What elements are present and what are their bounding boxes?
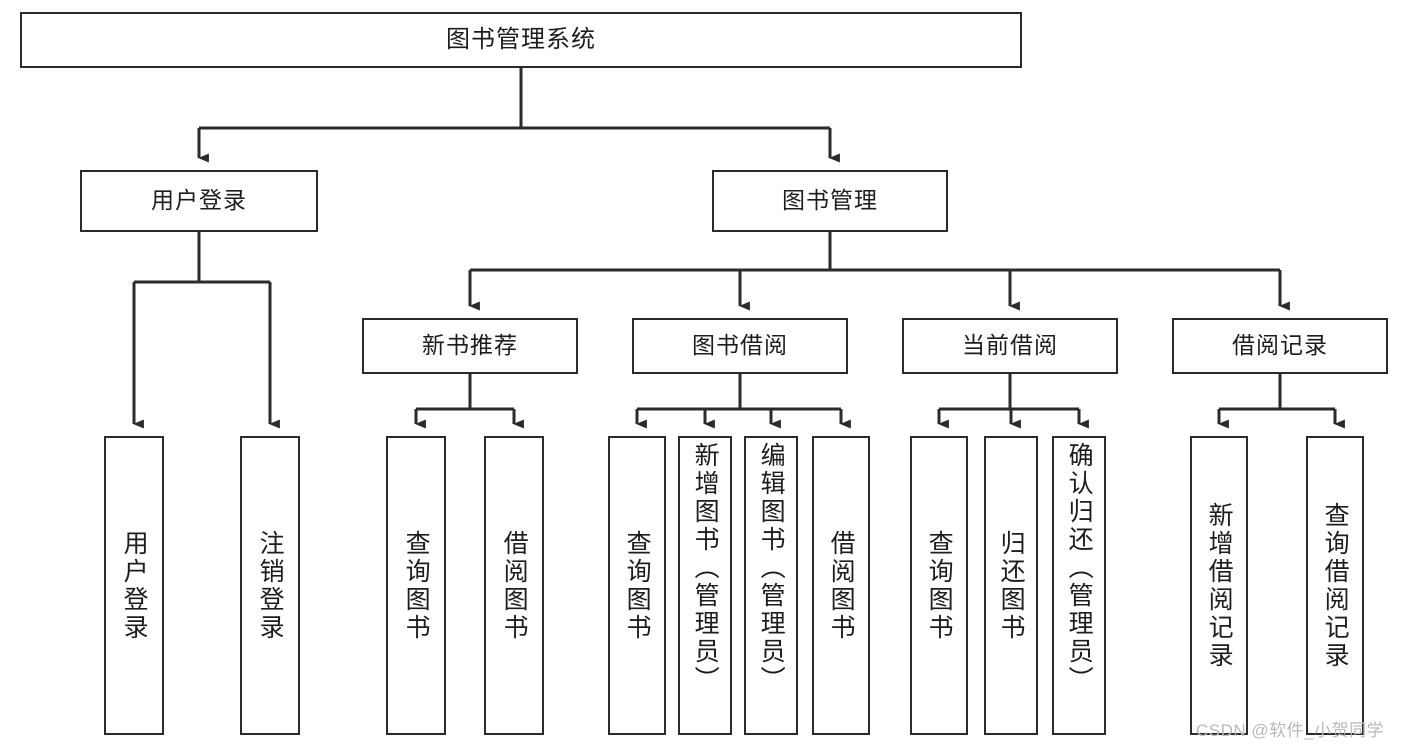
node-leaf-edit-book[interactable]: 编辑图书（管理员） xyxy=(744,436,798,735)
node-root-label: 图书管理系统 xyxy=(446,25,596,53)
node-leaf-borrow-book-rec-label: 借阅图书 xyxy=(500,529,529,642)
node-leaf-edit-book-label: 编辑图书（管理员） xyxy=(757,442,786,694)
node-leaf-query-book-cb-label: 查询图书 xyxy=(925,529,954,642)
node-leaf-add-book[interactable]: 新增图书（管理员） xyxy=(678,436,732,735)
node-user-login[interactable]: 用户登录 xyxy=(80,170,318,232)
node-leaf-query-book-rec[interactable]: 查询图书 xyxy=(386,436,446,735)
node-leaf-query-book-cb[interactable]: 查询图书 xyxy=(910,436,968,735)
node-leaf-user-login[interactable]: 用户登录 xyxy=(104,436,164,735)
node-root[interactable]: 图书管理系统 xyxy=(20,12,1022,68)
node-leaf-return-book[interactable]: 归还图书 xyxy=(984,436,1038,735)
node-borrow-record-label: 借阅记录 xyxy=(1232,332,1328,359)
node-leaf-add-book-label: 新增图书（管理员） xyxy=(691,442,720,694)
node-leaf-query-record-label: 查询借阅记录 xyxy=(1321,501,1350,670)
node-leaf-query-book-br-label: 查询图书 xyxy=(623,529,652,642)
node-leaf-logout[interactable]: 注销登录 xyxy=(240,436,300,735)
node-book-manage-label: 图书管理 xyxy=(782,187,878,214)
node-current-borrow[interactable]: 当前借阅 xyxy=(902,318,1118,374)
node-leaf-user-login-label: 用户登录 xyxy=(120,529,149,642)
node-leaf-confirm-return[interactable]: 确认归还（管理员） xyxy=(1052,436,1106,735)
node-leaf-borrow-book-br[interactable]: 借阅图书 xyxy=(812,436,870,735)
node-current-borrow-label: 当前借阅 xyxy=(962,332,1058,359)
node-leaf-add-record[interactable]: 新增借阅记录 xyxy=(1190,436,1248,735)
node-leaf-logout-label: 注销登录 xyxy=(256,529,285,642)
node-leaf-query-book-rec-label: 查询图书 xyxy=(402,529,431,642)
node-borrow-record[interactable]: 借阅记录 xyxy=(1172,318,1388,374)
node-leaf-return-book-label: 归还图书 xyxy=(997,529,1026,642)
node-new-book-rec-label: 新书推荐 xyxy=(422,332,518,359)
watermark: CSDN @软件_小贺同学 xyxy=(1196,721,1385,740)
node-book-borrow-label: 图书借阅 xyxy=(692,332,788,359)
node-book-manage[interactable]: 图书管理 xyxy=(712,170,948,232)
node-leaf-add-record-label: 新增借阅记录 xyxy=(1205,501,1234,670)
node-new-book-rec[interactable]: 新书推荐 xyxy=(362,318,578,374)
node-leaf-query-record[interactable]: 查询借阅记录 xyxy=(1306,436,1364,735)
node-leaf-borrow-book-rec[interactable]: 借阅图书 xyxy=(484,436,544,735)
node-leaf-borrow-book-br-label: 借阅图书 xyxy=(827,529,856,642)
node-leaf-confirm-return-label: 确认归还（管理员） xyxy=(1065,442,1094,694)
node-leaf-query-book-br[interactable]: 查询图书 xyxy=(608,436,666,735)
node-book-borrow[interactable]: 图书借阅 xyxy=(632,318,848,374)
node-user-login-label: 用户登录 xyxy=(151,187,247,214)
